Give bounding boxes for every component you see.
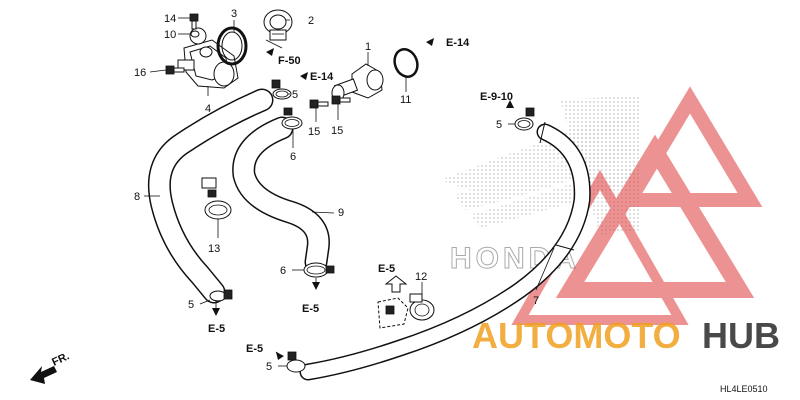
front-label: FR. [50, 350, 71, 368]
watermark-text-right: HUB [702, 315, 780, 356]
bolt-15a [309, 99, 329, 109]
label-part-2: 2 [308, 15, 314, 27]
front-direction-indicator: FR. [30, 350, 71, 384]
gasket-3 [216, 26, 248, 66]
label-part-5c: 5 [188, 299, 194, 311]
leader-lines [144, 17, 555, 367]
label-part-15b: 15 [331, 125, 343, 137]
label-part-15a: 15 [308, 126, 320, 138]
label-part-6a: 6 [290, 151, 296, 163]
label-part-11: 11 [400, 94, 411, 106]
clamp-5-bottom [286, 351, 306, 373]
label-part-6b: 6 [280, 265, 286, 277]
label-part-4: 4 [205, 103, 211, 115]
label-part-7: 7 [533, 295, 539, 307]
label-part-10: 10 [164, 29, 176, 41]
ref-f50: F-50 [278, 55, 301, 67]
hose-8 [147, 88, 274, 304]
ref-e5-bracket: E-5 [378, 263, 395, 275]
label-part-14: 14 [164, 13, 176, 25]
watermark: HONDA AUTOMOTO HUB [440, 86, 780, 356]
label-part-5a: 5 [292, 89, 298, 101]
label-part-5b: 5 [496, 119, 502, 131]
thermostat-2 [263, 9, 293, 41]
clamp-5-right [514, 107, 535, 131]
hose-9 [232, 116, 330, 274]
label-part-12: 12 [415, 271, 427, 283]
bolt-15b [331, 95, 351, 105]
ref-e910: E-9-10 [480, 91, 513, 103]
clamp-6-bottom [303, 262, 335, 278]
label-part-13: 13 [208, 243, 220, 255]
clamp-6-top [281, 107, 303, 130]
diagram-code: HL4LE0510 [720, 384, 768, 394]
ref-e14-left: E-14 [310, 71, 334, 83]
water-fitting-1 [331, 63, 384, 102]
ref-e14-right: E-14 [446, 37, 470, 49]
o-ring-11 [393, 48, 419, 78]
hose-7 [299, 121, 591, 381]
clamp-5-left [209, 289, 233, 302]
front-arrow-icon [30, 366, 57, 384]
label-part-8: 8 [134, 191, 140, 203]
ref-e5-bottom: E-5 [246, 343, 263, 355]
label-part-5d: 5 [266, 361, 272, 373]
clamp-13 [201, 177, 232, 220]
reference-labels: F-50 E-14 E-14 E-9-10 E-5 E-5 E-5 E-5 [208, 37, 513, 355]
outline-up-arrow-icon [384, 275, 408, 293]
label-part-1: 1 [365, 41, 371, 53]
label-part-9: 9 [338, 207, 344, 219]
label-part-3: 3 [231, 8, 237, 20]
label-part-16: 16 [134, 67, 146, 79]
clamp-5-top [271, 79, 292, 100]
reference-arrows [212, 38, 514, 360]
bolt-14 [189, 13, 199, 30]
part-number-labels: 1 2 3 4 5 5 5 5 6 6 7 8 9 10 11 12 13 14… [134, 8, 539, 373]
mount-bracket [377, 297, 409, 329]
ref-e5-bottom-center: E-5 [302, 303, 319, 315]
thermostat-housing-4 [177, 27, 239, 89]
ref-e5-left: E-5 [208, 323, 225, 335]
o-ring-10 [190, 30, 200, 38]
watermark-text-left: AUTOMOTO [472, 315, 681, 356]
